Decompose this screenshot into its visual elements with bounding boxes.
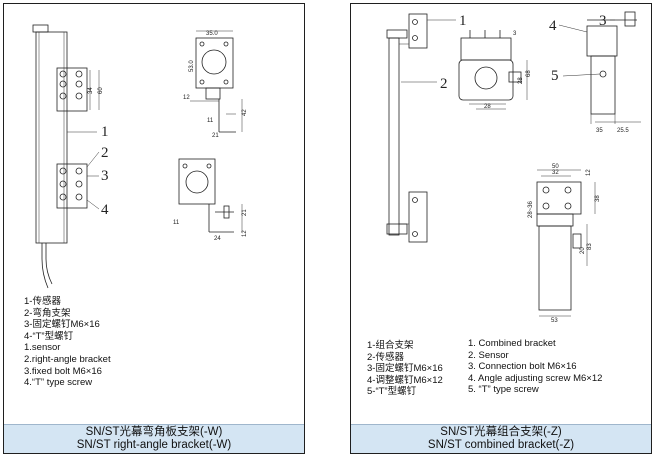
legend-item: 2-传感器 — [367, 351, 404, 363]
dim-24: 24 — [214, 236, 221, 242]
dim-53: 53 — [551, 318, 558, 324]
sensor-bar — [32, 24, 68, 289]
dim-50: 50 — [552, 164, 559, 170]
dim-3: 3 — [513, 31, 517, 37]
lower-detail — [536, 169, 596, 317]
callout-2: 2 — [440, 76, 448, 92]
legend-item: 3-固定螺钉M6×16 — [367, 363, 443, 375]
legend-item: 4-调整螺钉M6×12 — [367, 374, 443, 386]
legend-item: 1-组合支架 — [367, 340, 414, 351]
dim-21b: 21 — [242, 209, 248, 216]
legend-item: 3.fixed bolt M6×16 — [24, 365, 102, 377]
callout-4: 4 — [101, 202, 109, 218]
dim-32: 32 — [552, 170, 559, 176]
legend-list-english: 1. Combined bracket 2. Sensor 3. Connect… — [468, 338, 602, 396]
top-plate-detail — [190, 30, 243, 133]
dim-28-36: 28~36 — [528, 200, 534, 218]
caption-english: SN/ST combined bracket(-Z) — [427, 439, 575, 452]
caption-bar: SN/ST光幕弯角板支架(-W) SN/ST right-angle brack… — [4, 424, 304, 453]
combined-bracket-panel: 1 2 3 68 28 28 — [350, 3, 652, 454]
callout-5: 5 — [551, 68, 559, 84]
legend-item: 3. Connection bolt M6×16 — [468, 361, 577, 373]
dim-21a: 21 — [212, 133, 219, 139]
legend-item: 1.sensor — [24, 342, 61, 354]
dim-28b: 28 — [484, 104, 491, 110]
legend-item: 3-固定螺钉M6×16 — [24, 319, 100, 331]
legend-item: 4-“T”型螺钉 — [24, 330, 74, 342]
dim-width-top: 35.0 — [206, 31, 218, 37]
dim-11b: 11 — [173, 220, 180, 226]
dim-35: 35 — [596, 128, 603, 134]
caption-chinese: SN/ST光幕弯角板支架(-W) — [85, 426, 223, 438]
callout-3: 3 — [101, 168, 109, 184]
sensor-assembly — [386, 13, 428, 243]
callout-3: 3 — [599, 13, 607, 29]
legend-item: 2. Sensor — [468, 349, 509, 361]
caption-chinese: SN/ST光幕组合支架(-Z) — [440, 426, 562, 438]
dim-11a: 11 — [207, 118, 214, 124]
callout-4: 4 — [549, 18, 557, 34]
dim-83: 83 — [587, 243, 593, 250]
dim-68: 68 — [526, 70, 532, 77]
legend-item: 5. “T” type screw — [468, 384, 539, 396]
caption-bar: SN/ST光幕组合支架(-Z) SN/ST combined bracket(-… — [351, 424, 651, 453]
side-plate-detail — [178, 158, 243, 233]
dim-28a: 28 — [518, 77, 524, 84]
dim-38b: 38 — [595, 195, 601, 202]
dim-42: 42 — [242, 109, 248, 116]
legend-item: 4.“T” type screw — [24, 377, 93, 389]
legend-item: 4. Angle adjusting screw M6×12 — [468, 372, 603, 384]
dim-12: 12 — [586, 169, 592, 176]
legend-item: 2-弯角支架 — [24, 307, 71, 319]
dim-25-5: 25.5 — [617, 128, 629, 134]
dim-20: 20 — [580, 247, 586, 254]
dim-bracket-height: 34 — [88, 87, 94, 94]
legend-list-chinese: 1-组合支架 2-传感器 3-固定螺钉M6×16 4-调整螺钉M6×12 5-“… — [367, 340, 443, 398]
caption-english: SN/ST right-angle bracket(-W) — [76, 439, 232, 452]
legend-item: 1-传感器 — [24, 296, 61, 307]
combined-bracket-drawing: 1 2 3 68 28 28 — [386, 11, 641, 324]
dim-12b: 12 — [242, 230, 248, 237]
legend-item: 5-“T”型螺钉 — [367, 386, 417, 398]
right-angle-bracket-panel: 34 60 1 2 3 4 3 — [3, 3, 305, 454]
dim-bracket-outer: 60 — [98, 87, 104, 94]
lower-bracket — [56, 163, 88, 209]
callout-1: 1 — [459, 13, 467, 29]
dim-12a: 12 — [183, 95, 190, 101]
upper-bracket — [56, 67, 100, 112]
callout-2: 2 — [101, 145, 109, 161]
callout-1: 1 — [101, 124, 109, 140]
legend-item: 1. Combined bracket — [468, 338, 556, 349]
legend-item: 2.right-angle bracket — [24, 353, 111, 365]
legend-list: 1-传感器 2-弯角支架 3-固定螺钉M6×16 4-“T”型螺钉 1.sens… — [24, 296, 111, 389]
dim-height-side: 53.0 — [189, 60, 195, 72]
right-angle-bracket-drawing: 34 60 1 2 3 4 3 — [32, 24, 248, 289]
side-detail — [586, 11, 641, 124]
front-detail — [458, 30, 528, 110]
